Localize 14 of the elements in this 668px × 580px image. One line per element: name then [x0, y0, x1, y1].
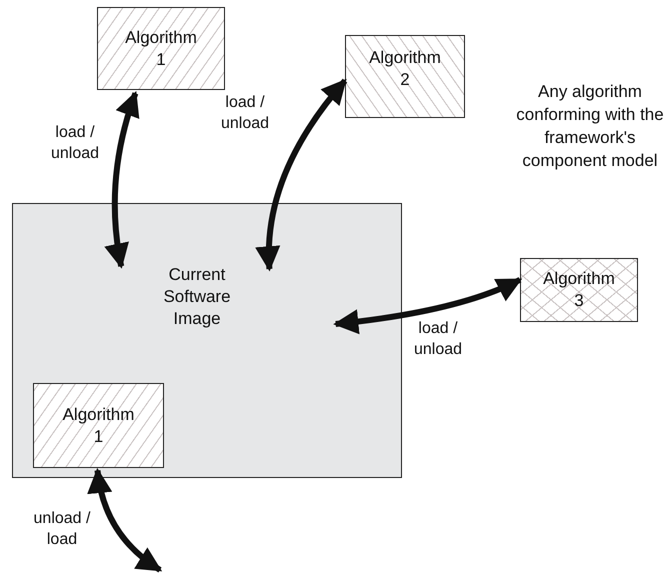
- algorithm-box: [520, 258, 638, 322]
- double-arrow: [88, 468, 162, 572]
- box-label: Algorithm 1: [124, 26, 198, 70]
- box-label: Algorithm 2: [368, 46, 442, 90]
- box-label: Algorithm 3: [542, 268, 616, 312]
- algorithm-box: [345, 35, 465, 118]
- double-arrow: [256, 78, 348, 272]
- box-label: Current Software Image: [162, 264, 232, 330]
- double-arrow: [333, 277, 522, 334]
- software-image-box: [12, 203, 402, 478]
- algorithm-box: [33, 383, 164, 468]
- box-label: Algorithm 1: [62, 404, 136, 448]
- double-arrow: [104, 90, 140, 269]
- algorithm-box: [97, 7, 225, 90]
